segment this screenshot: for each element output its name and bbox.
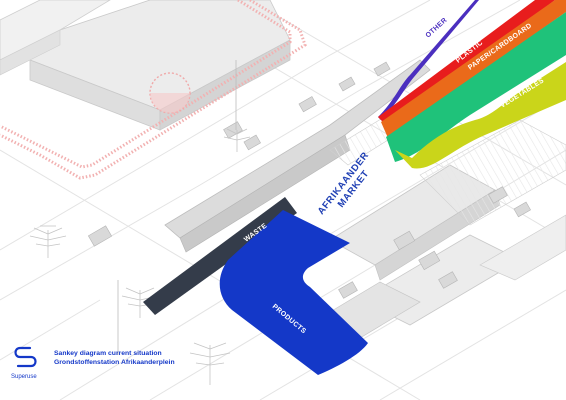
flow-other xyxy=(378,0,479,120)
flow-waste xyxy=(143,197,297,315)
flow-vegetables xyxy=(386,12,566,162)
legend: Superuse Sankey diagram current situatio… xyxy=(11,346,175,380)
tree-icon xyxy=(189,342,231,385)
tree-icon xyxy=(223,128,251,152)
warehouse-building xyxy=(0,0,291,131)
superuse-logo-icon xyxy=(14,346,37,368)
roundabout xyxy=(149,72,191,114)
brand-name: Superuse xyxy=(11,374,37,380)
flow-fruit xyxy=(395,62,566,169)
flow-paper xyxy=(381,0,566,138)
trees xyxy=(29,60,251,385)
perimeter-dotted-path xyxy=(0,0,307,180)
legend-title-line1: Sankey diagram current situation xyxy=(54,350,162,357)
tree-icon xyxy=(29,225,67,258)
market-buildings xyxy=(164,59,566,351)
sankey-flows xyxy=(143,0,566,375)
flow-products xyxy=(219,210,368,375)
legend-title-line2: Grondstoffenstation Afrikaanderplein xyxy=(54,359,175,366)
